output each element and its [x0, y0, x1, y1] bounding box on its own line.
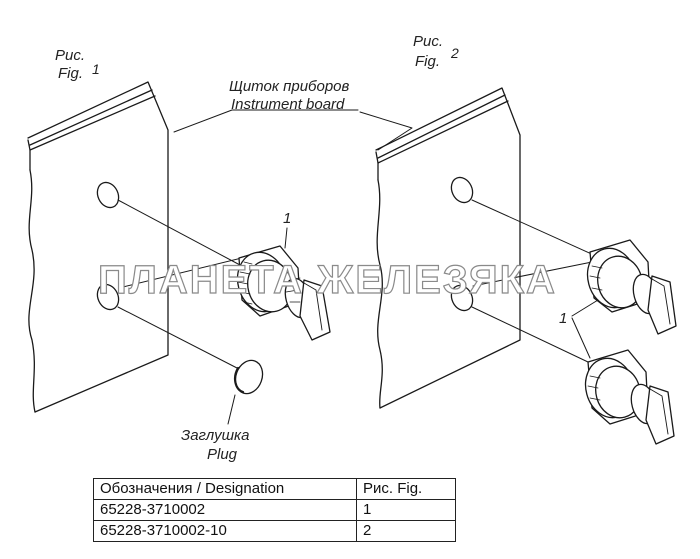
plug-label-ru: Заглушка: [181, 427, 249, 444]
table-row: 65228-3710002-10 2: [93, 520, 456, 542]
fig2-label-ru: Рис.: [413, 33, 443, 50]
table-row: 65228-3710002 1: [93, 499, 456, 521]
callout-leaders-fig2: [571, 299, 599, 359]
watermark-text: ПЛАНЕТА ЖЕЛЕЗЯКА: [98, 258, 557, 302]
panel-hole-lower-fig1: [96, 283, 120, 311]
fig1-label-ru: Рис.: [55, 47, 85, 64]
panel-hole-upper-fig2: [450, 176, 474, 204]
assembly-guide-lines-fig1: [117, 199, 263, 369]
fig2-number: 2: [450, 45, 459, 61]
plug-label-en: Plug: [207, 446, 238, 463]
table-cell-designation: 65228-3710002: [93, 499, 357, 521]
instrument-board-panel-fig2: [375, 87, 521, 409]
designation-table: Обозначения / Designation Рис. Fig. 6522…: [93, 478, 456, 542]
fig1-number: 1: [92, 61, 100, 77]
panel-hole-upper-fig1: [96, 181, 120, 209]
assembly-guide-lines-fig2: [471, 199, 597, 363]
table-cell-figure: 1: [356, 499, 456, 521]
switch-fig2-upper: [586, 239, 677, 335]
callout-number-fig2: 1: [559, 310, 567, 327]
board-label-ru: Щиток приборов: [229, 78, 350, 95]
table-header-row: Обозначения / Designation Рис. Fig.: [93, 478, 456, 500]
callout-number-fig1: 1: [283, 210, 291, 227]
switch-fig1: [236, 245, 331, 341]
plug-leader-line: [227, 394, 236, 425]
switch-fig2-lower: [584, 349, 675, 445]
table-cell-figure: 2: [356, 520, 456, 542]
fig2-label-en: Fig.: [415, 53, 440, 70]
board-leader-lines: [173, 109, 413, 151]
panel-hole-lower-fig2: [450, 284, 474, 312]
table-cell-designation: 65228-3710002-10: [93, 520, 357, 542]
plug-fig1: [233, 359, 264, 395]
table-header-figure: Рис. Fig.: [356, 478, 456, 500]
table-header-designation: Обозначения / Designation: [93, 478, 357, 500]
instrument-board-panel-fig1: [27, 81, 169, 413]
callout-leader-fig1: [284, 227, 288, 249]
board-label-en: Instrument board: [231, 96, 345, 113]
fig1-label-en: Fig.: [58, 65, 83, 82]
